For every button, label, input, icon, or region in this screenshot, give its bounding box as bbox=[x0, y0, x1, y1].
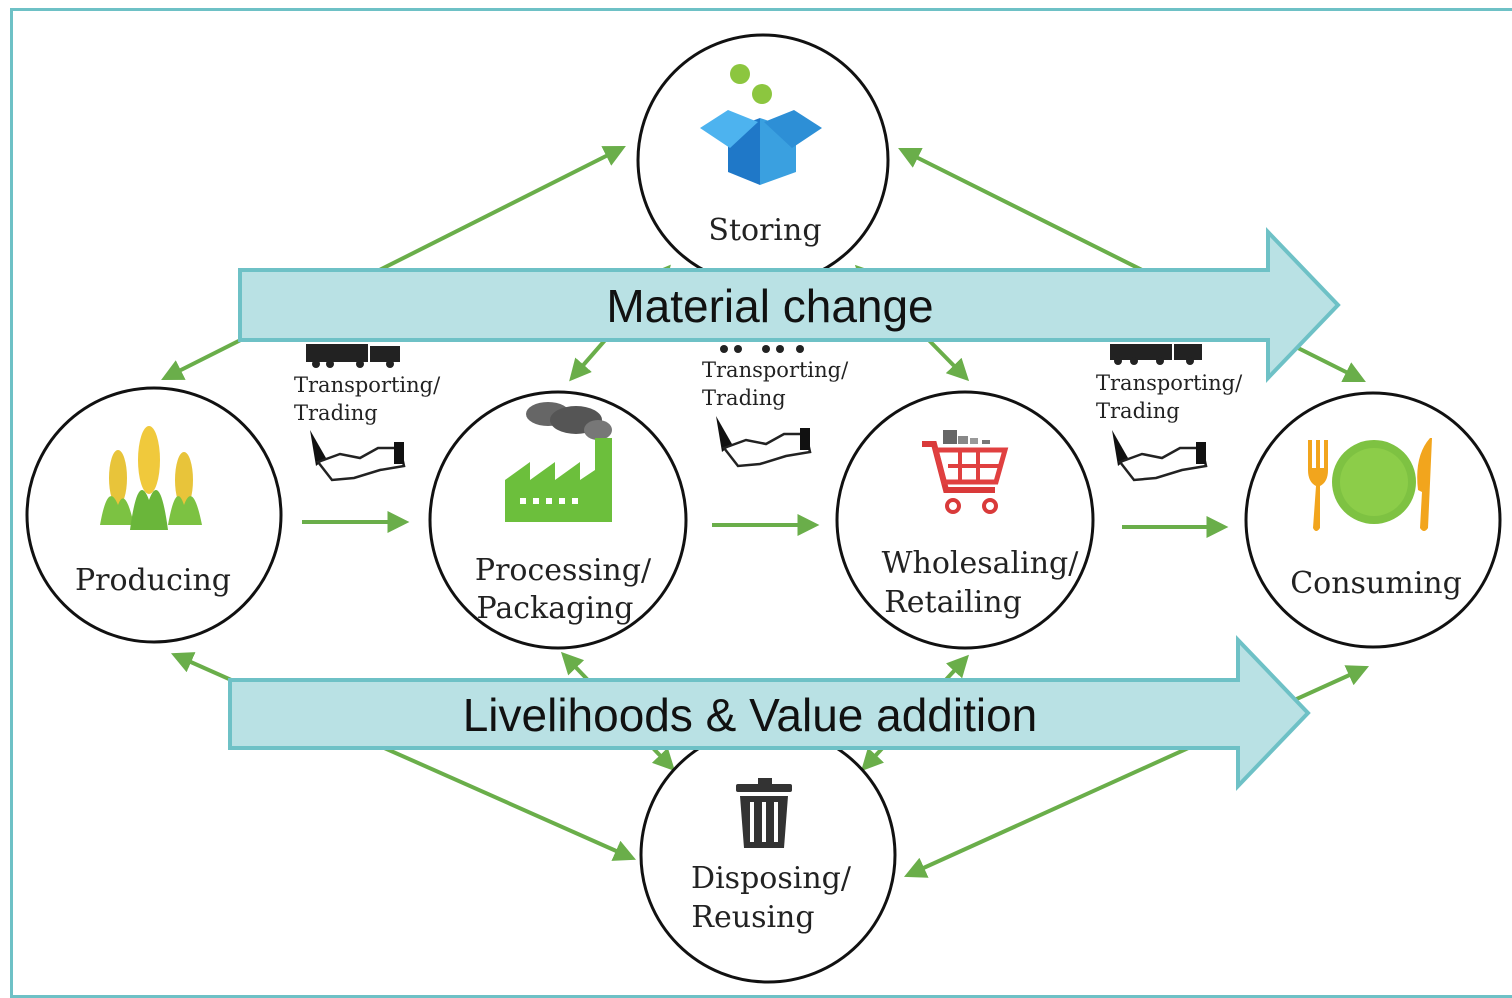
step-2-label-line2: Trading bbox=[702, 386, 786, 410]
truck-icon bbox=[720, 345, 804, 353]
corn-icon bbox=[100, 426, 202, 530]
transport-step-1: Transporting/ Trading bbox=[294, 344, 441, 482]
consuming-label: Consuming bbox=[1290, 566, 1462, 601]
transport-step-3: Transporting/ Trading bbox=[1096, 344, 1243, 482]
disposing-label-line2: Reusing bbox=[691, 900, 814, 935]
step-3-label-line2: Trading bbox=[1096, 399, 1180, 423]
node-disposing: Disposing/ Reusing bbox=[639, 726, 897, 984]
shopping-cart-icon bbox=[922, 430, 1009, 514]
step-2-label-line1: Transporting/ bbox=[702, 358, 849, 382]
node-wholesaling: Wholesaling/ Retailing bbox=[835, 390, 1095, 650]
transport-step-2: Transporting/ Trading bbox=[702, 345, 849, 468]
step-1-label-line1: Transporting/ bbox=[294, 373, 441, 397]
wholesaling-label-line1: Wholesaling/ bbox=[882, 546, 1080, 581]
trash-can-icon bbox=[736, 778, 792, 848]
material-change-banner: Material change bbox=[238, 227, 1341, 383]
node-consuming: Consuming bbox=[1244, 391, 1502, 649]
producing-label: Producing bbox=[75, 563, 231, 598]
disposing-label-line1: Disposing/ bbox=[691, 861, 852, 896]
truck-icon bbox=[306, 344, 400, 368]
processing-label-line2: Packaging bbox=[477, 591, 634, 626]
box-icon bbox=[700, 64, 822, 185]
trade-handshake-icon bbox=[310, 430, 406, 482]
processing-label-line1: Processing/ bbox=[475, 553, 652, 588]
node-producing: Producing bbox=[25, 386, 283, 644]
material-change-label: Material change bbox=[606, 280, 933, 332]
storing-label: Storing bbox=[708, 213, 821, 248]
step-1-label-line2: Trading bbox=[294, 401, 378, 425]
factory-icon bbox=[505, 402, 612, 522]
livelihoods-label: Livelihoods & Value addition bbox=[463, 689, 1038, 741]
node-processing: Processing/ Packaging bbox=[428, 390, 688, 650]
truck-icon bbox=[1110, 344, 1202, 365]
livelihoods-banner: Livelihoods & Value addition bbox=[228, 635, 1311, 791]
plate-cutlery-icon bbox=[1308, 438, 1432, 531]
trade-handshake-icon bbox=[1112, 430, 1208, 482]
trade-handshake-icon bbox=[716, 416, 812, 468]
step-3-label-line1: Transporting/ bbox=[1096, 371, 1243, 395]
node-storing: Storing bbox=[636, 33, 890, 287]
arrow-producing-storing bbox=[161, 146, 626, 380]
wholesaling-label-line2: Retailing bbox=[884, 585, 1022, 620]
